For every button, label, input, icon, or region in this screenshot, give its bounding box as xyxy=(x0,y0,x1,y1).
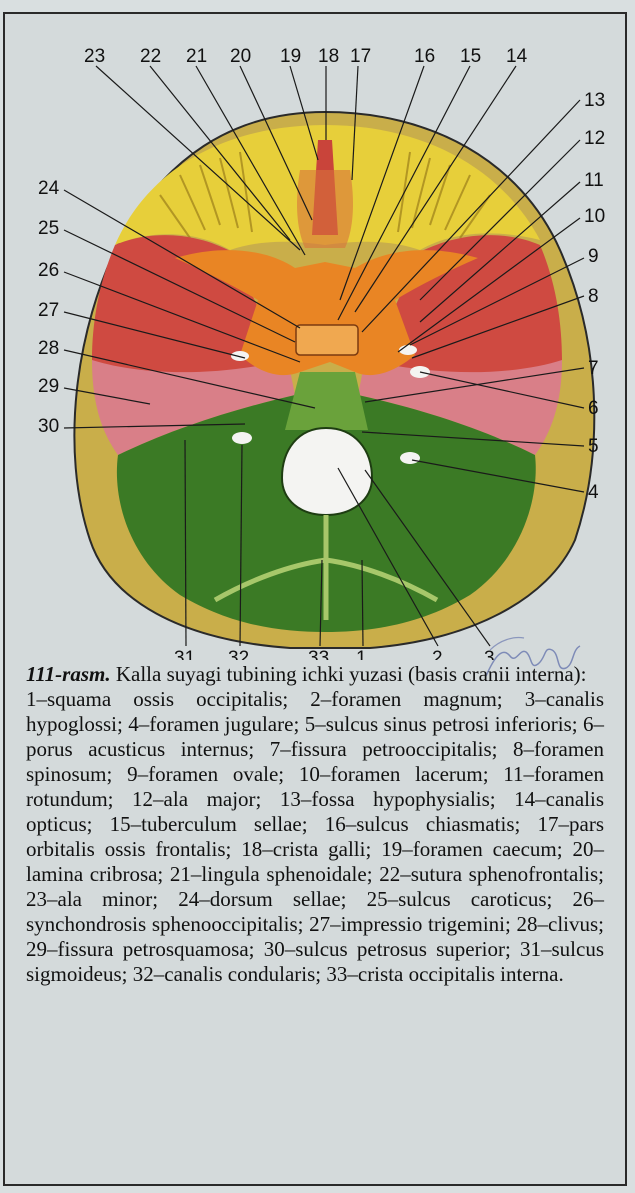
figure-caption: 111-rasm. Kalla suyagi tubining ichki yu… xyxy=(26,662,604,987)
caption-legend: 1–squama ossis occipitalis; 2–foramen ma… xyxy=(26,687,604,986)
label-22: 22 xyxy=(140,46,161,67)
foramen-jugulare-right xyxy=(400,452,420,464)
caption-figure-number: 111-rasm. xyxy=(26,662,111,686)
label-19: 19 xyxy=(280,46,301,67)
label-5: 5 xyxy=(588,436,599,457)
label-9: 9 xyxy=(588,246,599,267)
label-12: 12 xyxy=(584,128,605,149)
label-15: 15 xyxy=(460,46,481,67)
label-11: 11 xyxy=(584,170,604,191)
label-30: 30 xyxy=(38,416,59,437)
label-2: 2 xyxy=(432,648,443,660)
foramen-magnum xyxy=(282,428,372,515)
label-26: 26 xyxy=(38,260,59,281)
lamina-cribrosa xyxy=(297,170,353,248)
label-13: 13 xyxy=(584,90,605,111)
label-32: 32 xyxy=(228,648,249,660)
label-33: 33 xyxy=(308,648,329,660)
foramen-jugulare-left xyxy=(232,432,252,444)
label-6: 6 xyxy=(588,398,599,419)
skull-base-diagram: 23 22 21 20 19 18 17 16 15 14 13 12 11 1… xyxy=(0,0,635,660)
label-21: 21 xyxy=(186,46,207,67)
label-16: 16 xyxy=(414,46,435,67)
label-10: 10 xyxy=(584,206,605,227)
label-18: 18 xyxy=(318,46,339,67)
label-8: 8 xyxy=(588,286,599,307)
label-24: 24 xyxy=(38,178,60,199)
label-28: 28 xyxy=(38,338,59,359)
label-23: 23 xyxy=(84,46,105,67)
label-7: 7 xyxy=(588,358,599,379)
label-1: 1 xyxy=(356,648,367,660)
label-4: 4 xyxy=(588,482,599,503)
foramen-lacerum-left xyxy=(231,351,249,361)
sella-turcica xyxy=(296,325,358,355)
label-17: 17 xyxy=(350,46,371,67)
caption-title: Kalla suyagi tubining ichki yuzasi (basi… xyxy=(111,662,587,686)
label-27: 27 xyxy=(38,300,59,321)
label-31: 31 xyxy=(174,648,195,660)
label-20: 20 xyxy=(230,46,251,67)
label-25: 25 xyxy=(38,218,59,239)
label-14: 14 xyxy=(506,46,528,67)
label-29: 29 xyxy=(38,376,59,397)
